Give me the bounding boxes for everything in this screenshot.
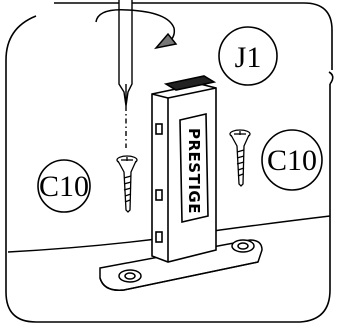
base-bracket-plate xyxy=(99,239,263,291)
part-label-c10-left: C10 xyxy=(37,159,91,213)
brand-text: PRESTIGE xyxy=(185,128,203,214)
step-label-text: J1 xyxy=(235,41,262,74)
step-label-j1: J1 xyxy=(218,26,278,86)
panel-frame xyxy=(5,2,334,323)
wood-screw-icon-right xyxy=(229,129,251,187)
clockwise-rotation-arrow-icon xyxy=(95,9,178,50)
wood-screw-icon-left xyxy=(116,155,138,213)
part-label-c10-right: C10 xyxy=(261,129,323,191)
screwdriver-icon xyxy=(118,0,133,148)
part-label-left-text: C10 xyxy=(39,170,89,203)
part-label-right-text: C10 xyxy=(267,144,317,177)
upright-post xyxy=(151,75,217,263)
